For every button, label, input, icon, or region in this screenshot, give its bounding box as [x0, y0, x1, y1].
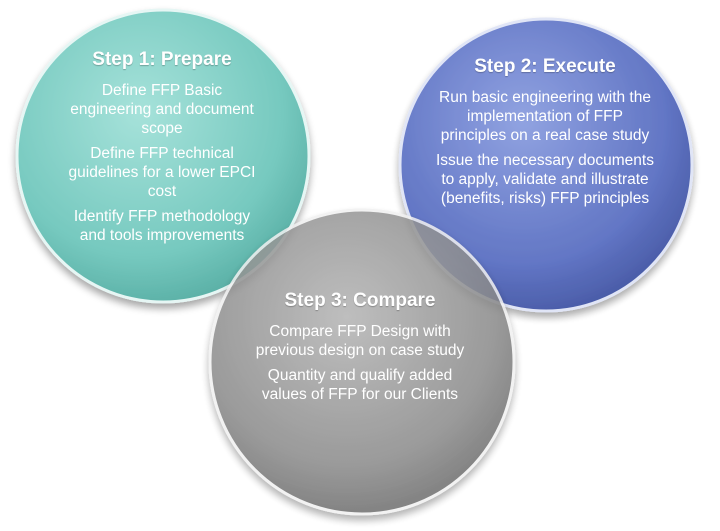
step2-title: Step 2: Execute: [474, 56, 616, 77]
step1-item: Define FFP Basic engineering and documen…: [70, 82, 254, 137]
step1-item: Identify FFP methodology and tools impro…: [73, 208, 251, 244]
step3-item: Quantity and qualify added values of FFP…: [261, 367, 459, 403]
step3-title: Step 3: Compare: [284, 290, 436, 311]
step3-circle: [208, 208, 516, 516]
step1-circle: [15, 8, 311, 304]
step1-title: Step 1: Prepare: [92, 49, 232, 70]
step2-circle: [398, 17, 694, 313]
step3-content: Step 3: Compare Compare FFP Design with …: [248, 290, 472, 410]
step1-content: Step 1: Prepare Define FFP Basic enginee…: [64, 49, 260, 251]
step1-item: Define FFP technical guidelines for a lo…: [68, 145, 256, 200]
step2-content: Step 2: Execute Run basic engineering wi…: [436, 56, 654, 214]
step3-item: Compare FFP Design with previous design …: [255, 323, 465, 359]
step2-item: Run basic engineering with the implement…: [439, 89, 651, 144]
step2-item: Issue the necessary documents to apply, …: [436, 152, 654, 207]
